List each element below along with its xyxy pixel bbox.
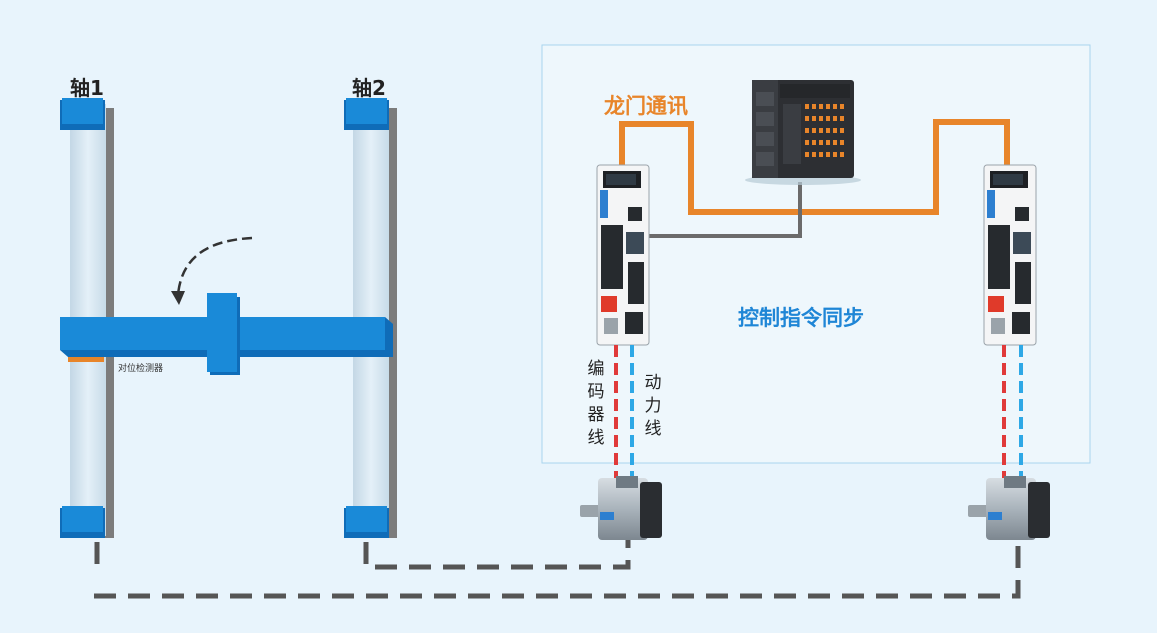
- rotation-arrow-icon: [171, 236, 253, 305]
- detector-label: 对位检测器: [118, 364, 164, 374]
- servo-motor-2: [968, 476, 1050, 540]
- dashed-link-lines: [94, 532, 1021, 599]
- axis2-label: 轴2: [352, 76, 386, 100]
- power-cable-label: 动力线: [644, 373, 662, 439]
- servo-motor-1: [580, 476, 662, 540]
- servo-drive-1: [596, 164, 650, 346]
- crossbeam: [60, 293, 393, 375]
- plc-controller: [745, 80, 861, 185]
- gantry-comm-label: 龙门通讯: [604, 94, 688, 118]
- power-cables: [630, 345, 1023, 478]
- encoder-cables: [614, 345, 1006, 478]
- alignment-detector: [68, 357, 104, 362]
- gantry-comm-line: [619, 119, 1010, 215]
- servo-drive-2: [983, 164, 1037, 346]
- encoder-cable-label: 编码器线: [587, 359, 605, 448]
- sync-control-label: 控制指令同步: [738, 306, 864, 330]
- network-cable: [628, 182, 802, 238]
- axis1-label: 轴1: [70, 76, 104, 100]
